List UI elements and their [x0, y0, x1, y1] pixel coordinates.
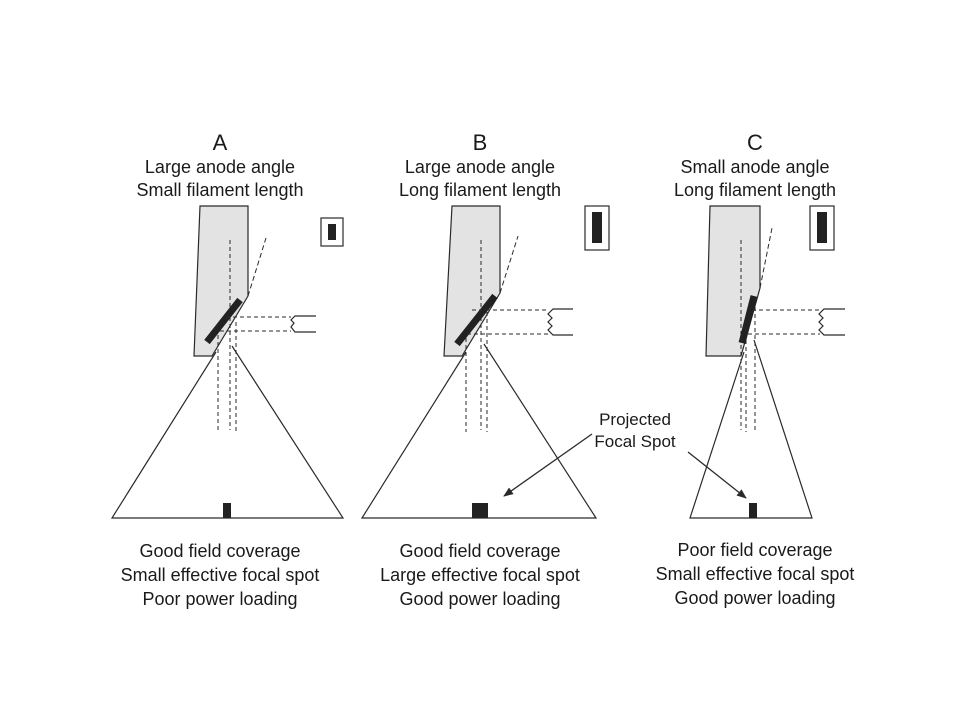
- panel-a-effective-focal-spot: [223, 503, 231, 518]
- panel-c-result: Small effective focal spot: [655, 564, 855, 584]
- panel-a-anode-face-line: [247, 237, 267, 297]
- panel-b-letter: B: [472, 130, 488, 155]
- panel-a-cathode-cup: [290, 315, 316, 333]
- panel-c-subtitle: Long filament length: [673, 180, 837, 200]
- panel-c-cathode-cup: [818, 308, 845, 336]
- callout-label: Focal Spot: [594, 432, 676, 451]
- panel-c-xray-beam: [689, 339, 813, 519]
- panel-b-result: Good field coverage: [399, 541, 561, 561]
- panel-b-artwork: [360, 205, 610, 519]
- panel-b-subtitle: Long filament length: [398, 180, 562, 200]
- panel-c-result: Good power loading: [674, 588, 836, 608]
- panel-a-subtitle: Large anode angle: [144, 157, 296, 177]
- panel-a-anode: [193, 205, 249, 357]
- panel-b-subtitle: Large anode angle: [404, 157, 556, 177]
- panel-a-target: [204, 297, 243, 345]
- panel-c-anode-face-line: [759, 227, 773, 289]
- panel-a-result: Good field coverage: [139, 541, 301, 561]
- callout-label: Projected: [599, 410, 671, 429]
- panel-b-cathode-cup: [547, 308, 573, 336]
- panel-c-letter: C: [747, 130, 763, 155]
- panel-a-letter: A: [212, 130, 228, 155]
- panel-c-target: [738, 295, 758, 344]
- callout-arrow-to-panel-c: [687, 451, 747, 499]
- panel-c-effective-focal-spot: [749, 503, 757, 518]
- panel-a-subtitle: Small filament length: [136, 180, 304, 200]
- panel-b-effective-focal-spot: [472, 503, 488, 518]
- panel-b-xray-beam: [360, 343, 598, 519]
- panel-b-result: Good power loading: [399, 589, 561, 609]
- panel-a-filament: [328, 224, 336, 240]
- panel-b-target: [454, 293, 498, 347]
- panel-b-filament: [592, 212, 602, 243]
- panel-a-artwork: [110, 205, 345, 519]
- panel-c-subtitle: Small anode angle: [680, 157, 830, 177]
- panel-a-xray-beam: [110, 345, 345, 519]
- panel-c-filament: [817, 212, 827, 243]
- panel-b-anode-face-line: [499, 235, 519, 294]
- panel-b-result: Large effective focal spot: [380, 565, 580, 585]
- callout-arrow-to-panel-b: [503, 433, 593, 497]
- panel-c-artwork: [689, 205, 845, 519]
- panel-a-result: Small effective focal spot: [120, 565, 320, 585]
- panel-c-result: Poor field coverage: [677, 540, 833, 560]
- panel-a-result: Poor power loading: [142, 589, 298, 609]
